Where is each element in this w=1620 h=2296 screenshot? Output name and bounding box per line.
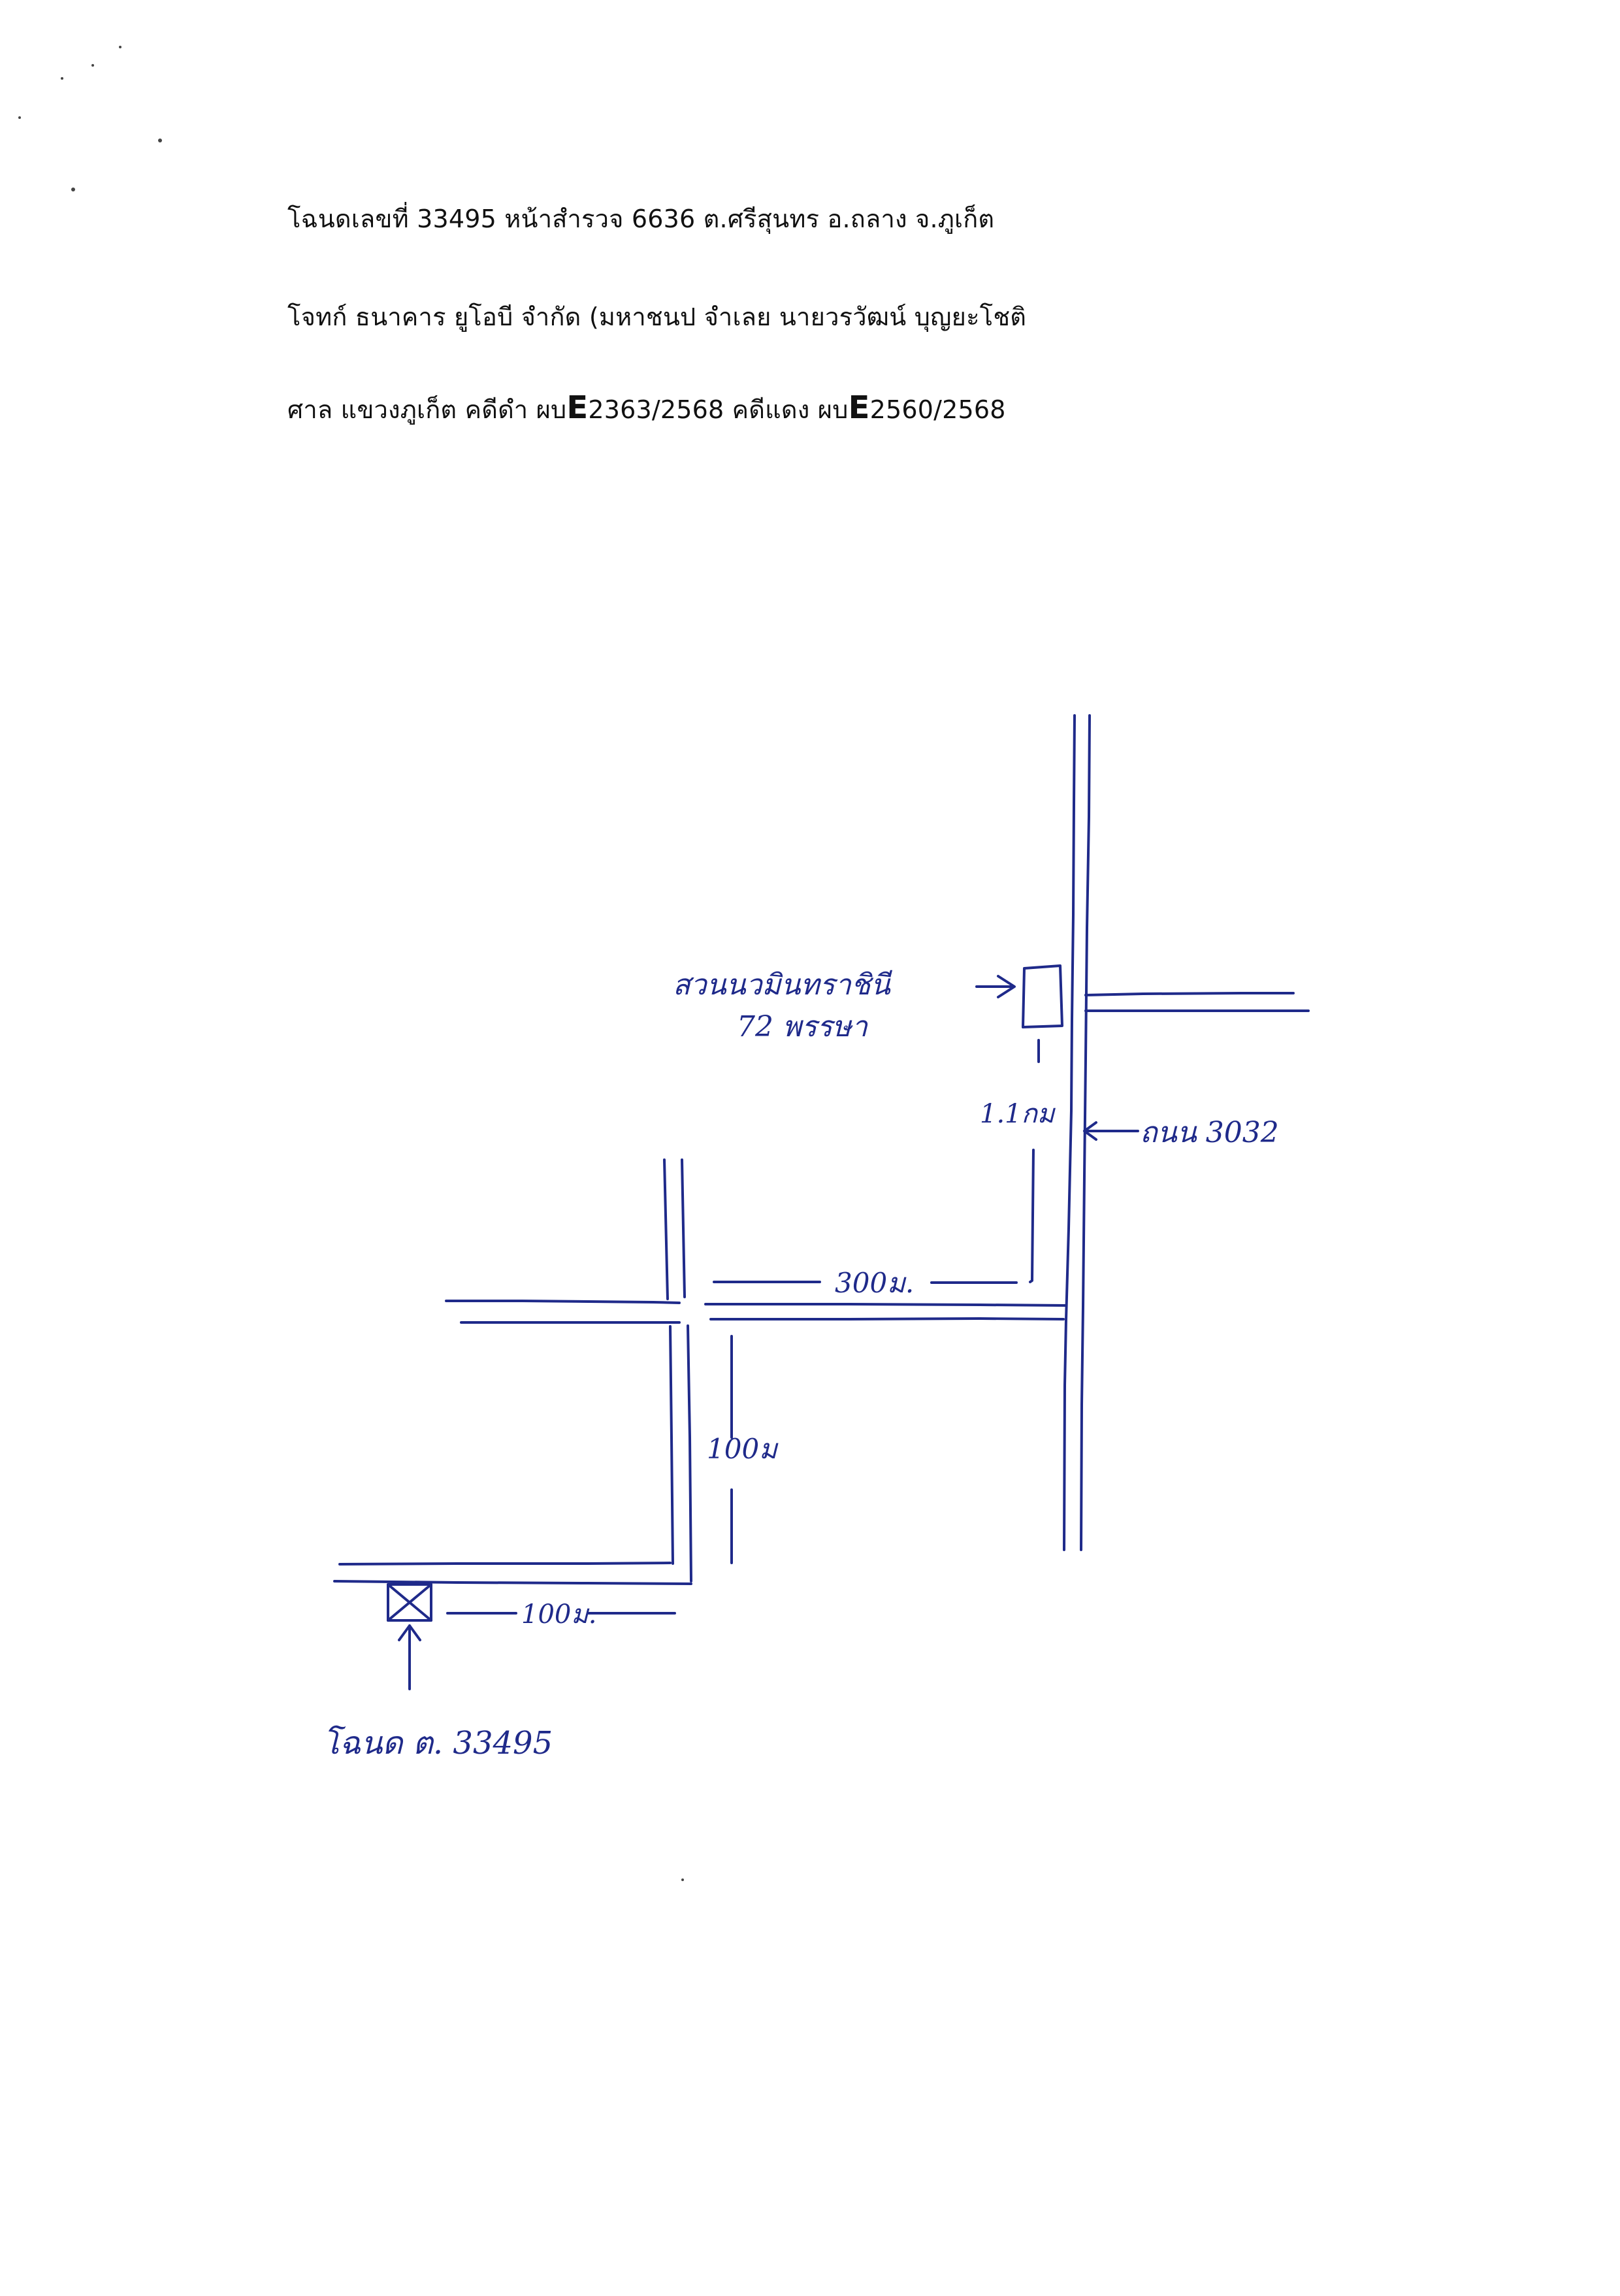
parties-line: โจทก์ ธนาคาร ยูโอบี จำกัด (มหาชนป จำเลย … xyxy=(287,303,1027,331)
road-3032-left-edge xyxy=(1063,714,1076,1551)
park-arrow-icon xyxy=(975,975,1016,998)
road-3032-right-edge xyxy=(1080,714,1091,1551)
deed-parcel-cross-icon xyxy=(387,1583,432,1622)
distance-100m-vertical-label: 100ม xyxy=(707,1433,779,1465)
red-case-number: 2560/2568 xyxy=(869,395,1006,424)
distance-100m-bottom-label: 100ม. xyxy=(521,1599,596,1630)
north-road-right-edge xyxy=(681,1158,686,1298)
bottom-road-top-edge xyxy=(338,1562,672,1566)
north-road-left-edge xyxy=(663,1158,669,1300)
case-letter-e-2: E xyxy=(848,389,870,426)
side-road-top-edge xyxy=(1084,992,1295,996)
park-label-line-1: สวนนวมินทราชินี xyxy=(673,968,893,1002)
deed-parcel-arrow-icon xyxy=(398,1624,421,1690)
deed-info-line: โฉนดเลขที่ 33495 หน้าสำรวจ 6636 ต.ศรีสุน… xyxy=(287,205,995,233)
scan-specks xyxy=(18,46,684,1881)
park-marker-box xyxy=(1022,964,1063,1028)
south-road-right-edge xyxy=(687,1324,692,1583)
dimension-1-1km-line xyxy=(1029,1149,1035,1283)
road-3032-label: ถนน 3032 xyxy=(1140,1116,1279,1149)
court-case-prefix: ศาล แขวงภูเก็ต คดีดำ ผบ xyxy=(287,395,567,424)
distance-300m-label: 300ม. xyxy=(835,1267,914,1299)
deed-number-label: โฉนด ต. 33495 xyxy=(323,1725,553,1762)
east-road-top-edge xyxy=(704,1303,1067,1307)
south-road-left-edge xyxy=(669,1325,674,1565)
road-3032-arrow-icon xyxy=(1083,1121,1139,1141)
distance-1-1km-label: 1.1กม xyxy=(980,1099,1056,1129)
bottom-road-bottom-edge xyxy=(333,1580,692,1585)
west-road-top-edge xyxy=(445,1300,681,1304)
black-case-number: 2363/2568 คดีแดง ผบ xyxy=(588,395,849,424)
case-letter-e-1: E xyxy=(566,389,589,426)
park-label-line-2: 72 พรรษา xyxy=(737,1010,868,1043)
court-case-line: ศาล แขวงภูเก็ต คดีดำ ผบE2363/2568 คดีแดง… xyxy=(287,389,1006,429)
